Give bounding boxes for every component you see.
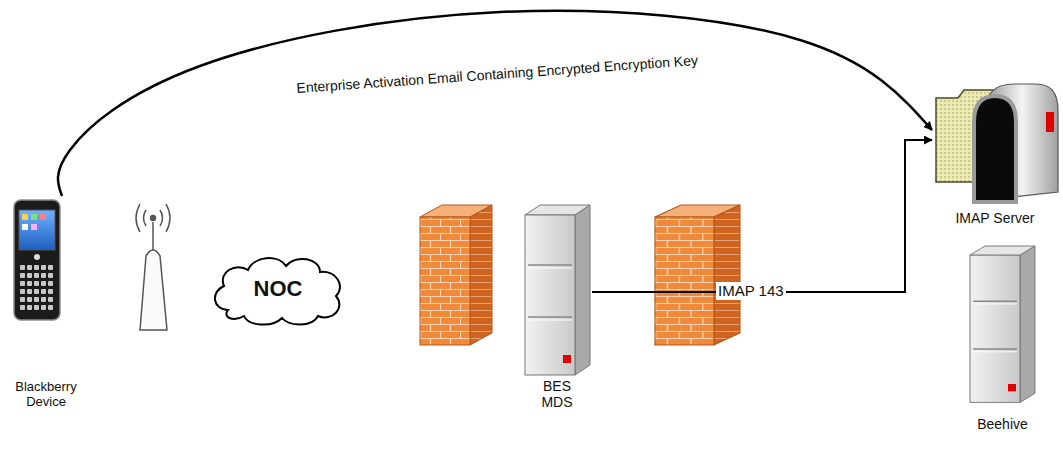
- blackberry-phone: [14, 200, 60, 320]
- node-label: BES MDS: [535, 378, 579, 410]
- firewall: [655, 205, 740, 345]
- blackberry-phone: [22, 214, 28, 220]
- device-node: Blackberry Device: [2, 196, 90, 412]
- blackberry-phone: [22, 224, 28, 230]
- server-icon: [525, 205, 590, 375]
- blackberry-phone: [31, 224, 37, 230]
- antenna-tower: [136, 204, 170, 330]
- connector: [58, 11, 932, 196]
- node-label: IMAP Server: [955, 210, 1034, 226]
- connector: [592, 140, 932, 292]
- node-label: NOC: [254, 276, 303, 301]
- cloud-node: NOC: [208, 250, 348, 328]
- antenna-tower: [152, 222, 154, 250]
- server-node: BES MDS: [518, 200, 596, 412]
- blackberry-phone: [19, 264, 55, 312]
- node-label: Beehive: [977, 416, 1028, 432]
- blackberry-phone: [14, 200, 60, 320]
- cloud-shape: [215, 258, 340, 324]
- antenna-tower: [140, 250, 167, 330]
- mail-server-node: IMAP Server: [930, 78, 1060, 228]
- blackberry-phone: [34, 254, 40, 260]
- node-label: Blackberry Device: [6, 380, 86, 410]
- mailbox-icon: [974, 96, 1016, 202]
- firewall: [420, 205, 492, 345]
- mailbox-icon: [936, 84, 1058, 202]
- mailbox-icon: [1046, 112, 1054, 132]
- blackberry-phone: [40, 214, 46, 220]
- connector-label: Enterprise Activation Email Containing E…: [296, 52, 699, 97]
- antenna-tower: [151, 216, 156, 221]
- server-node: Beehive: [965, 242, 1040, 434]
- antenna-tower: [136, 204, 170, 232]
- blackberry-phone: [19, 210, 55, 250]
- connector-label: IMAP 143: [716, 282, 786, 300]
- blackberry-phone: [31, 214, 37, 220]
- server-icon: [970, 246, 1035, 402]
